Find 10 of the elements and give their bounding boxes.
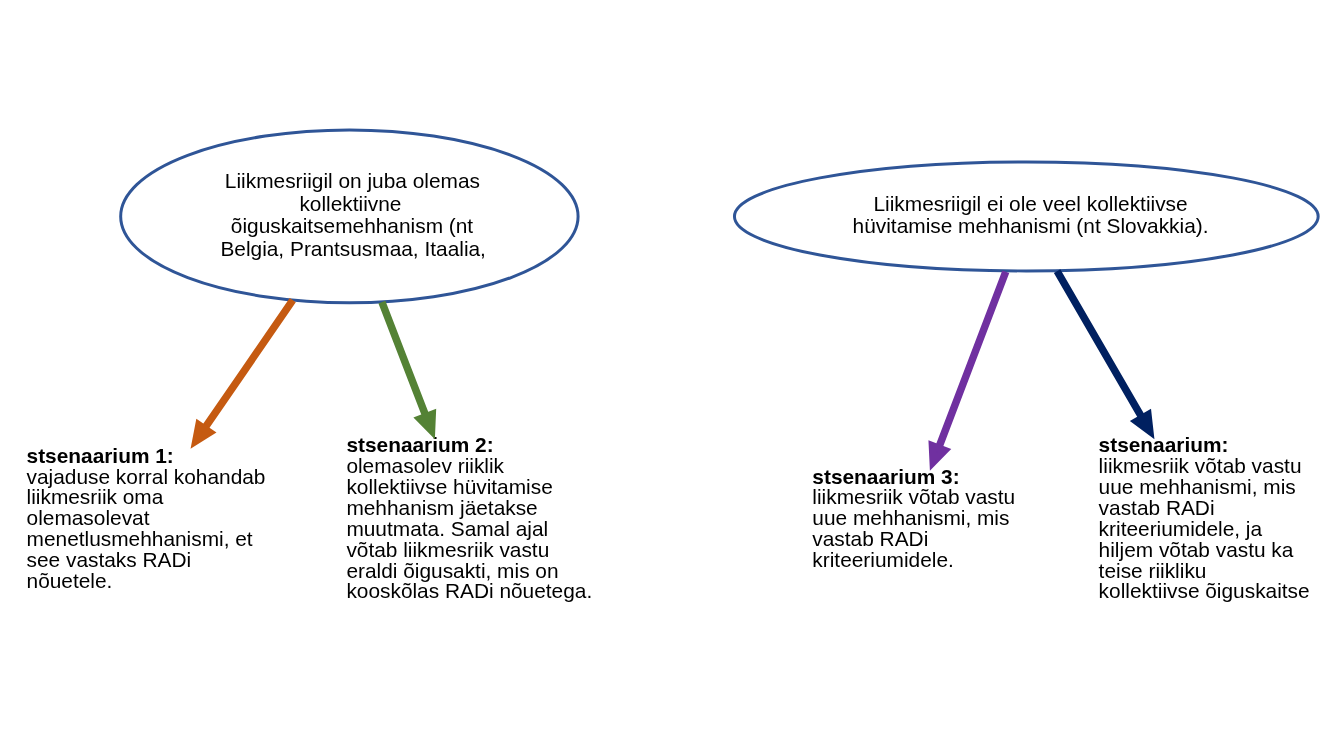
arrow <box>1053 269 1155 440</box>
arrow <box>190 298 296 449</box>
arrow <box>378 300 437 440</box>
node-ellipse: Liikmesriigil ei ole veel kollektiivse hüvitamise mehhanismi (nt Slovakkia). <box>732 160 1320 273</box>
arrow <box>928 270 1010 471</box>
node-ellipse: Liikmesriigil on juba olemas kollektiivne õiguskaitsemehhanism (nt Belgia, Prantsusmaa, Itaalia, <box>119 128 580 305</box>
node-text: stsenaarium 3: liikmesriik võtab vastu uue mehhanismi, mis vastab RADi kriteeriumidele. <box>812 464 1016 572</box>
node-text: stsenaarium 1: vajaduse korral kohandab liikmesriik oma olemasolevat menetlusmehhanismi, et see vastaks RADi nõuetele. <box>26 443 266 592</box>
node-text: stsenaarium: liikmesriik võtab vastu uue mehhanismi, mis vastab RADi kriteeriumidele, ja hiljem võtab vastu ka teise riikliku kollektiivse õiguskaitse <box>1098 433 1310 603</box>
node-text: stsenaarium 2: olemasolev riiklik kollektiivse hüvitamise mehhanism jäetakse muutmata. Samal ajal võtab liikmesriik vastu eraldi õigusakti, mis on kooskõlas RADi nõuetega. <box>346 433 593 603</box>
